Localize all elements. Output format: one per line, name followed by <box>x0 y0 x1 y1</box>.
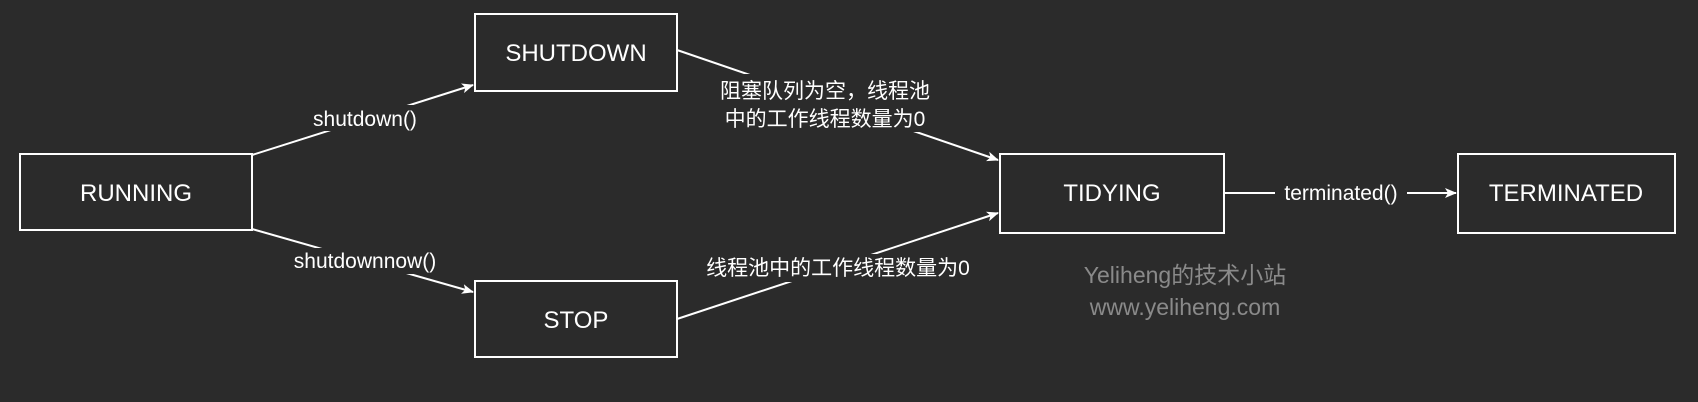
label-tidying-to-terminated-text: terminated() <box>1284 182 1397 205</box>
label-shutdown-to-tidying-line2: 中的工作线程数量为0 <box>725 108 926 131</box>
label-stop-to-tidying: 线程池中的工作线程数量为0 <box>683 254 993 282</box>
watermark-line2: www.yeliheng.com <box>1089 294 1280 320</box>
node-tidying: TIDYING <box>999 153 1225 234</box>
node-running-label: RUNNING <box>80 180 192 207</box>
node-shutdown-label: SHUTDOWN <box>505 40 646 67</box>
node-tidying-label: TIDYING <box>1063 180 1160 207</box>
label-running-to-stop: shutdownnow() <box>280 248 450 274</box>
watermark-line1: Yeliheng的技术小站 <box>1084 262 1286 288</box>
watermark: Yeliheng的技术小站 www.yeliheng.com <box>1084 262 1286 320</box>
node-stop: STOP <box>474 280 678 358</box>
label-stop-to-tidying-text: 线程池中的工作线程数量为0 <box>706 257 970 280</box>
label-shutdown-to-tidying: 阻塞队列为空，线程池 中的工作线程数量为0 <box>700 74 950 132</box>
label-shutdown-to-tidying-line1: 阻塞队列为空，线程池 <box>720 80 930 103</box>
label-tidying-to-terminated: terminated() <box>1275 180 1407 206</box>
label-running-to-stop-text: shutdownnow() <box>294 250 436 273</box>
node-stop-label: STOP <box>544 307 609 334</box>
label-running-to-shutdown-text: shutdown() <box>313 108 417 131</box>
node-running: RUNNING <box>19 153 253 231</box>
node-terminated: TERMINATED <box>1457 153 1676 234</box>
node-terminated-label: TERMINATED <box>1489 180 1643 207</box>
node-shutdown: SHUTDOWN <box>474 13 678 92</box>
label-running-to-shutdown: shutdown() <box>301 105 429 131</box>
